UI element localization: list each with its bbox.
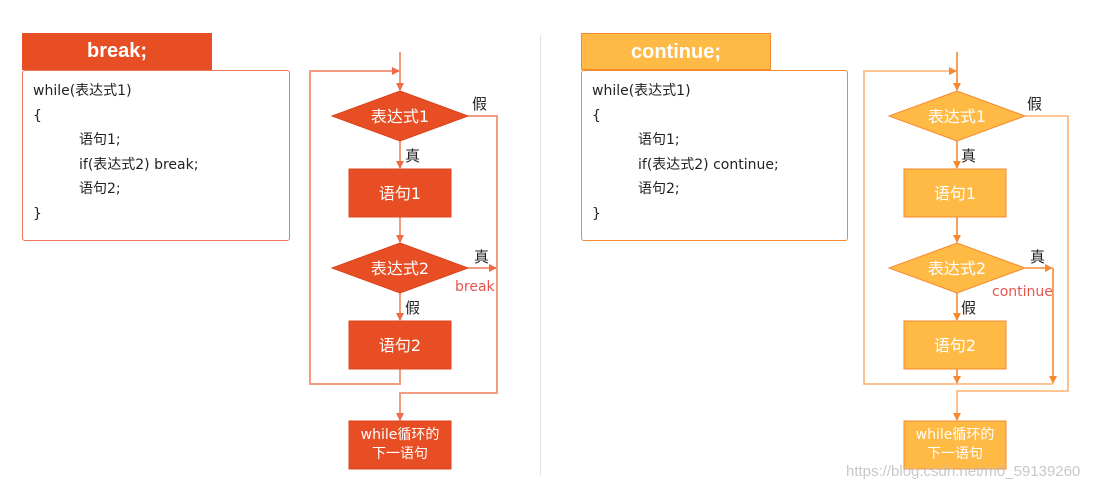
code-line: if(表达式2) continue;: [638, 156, 779, 173]
continue-stmt2-box: [903, 320, 1007, 370]
continue-cond1-diamond: [887, 90, 1027, 142]
code-line: {: [33, 107, 42, 124]
break-stmt1-label: 语句1: [379, 184, 421, 203]
continue-title: continue;: [581, 33, 771, 70]
continue-false2-label: 假: [961, 299, 976, 317]
code-line: 语句1;: [79, 132, 121, 148]
break-stmt2-box: [348, 320, 452, 370]
continue-next-label-2: 下一语句: [927, 446, 983, 462]
break-false2-label: 假: [405, 299, 420, 317]
watermark: https://blog.csdn.net/m0_59139260: [846, 463, 1081, 480]
break-stmt2-label: 语句2: [379, 336, 421, 355]
continue-cond2-label: 表达式2: [928, 259, 986, 278]
break-cond1-diamond: [330, 90, 470, 142]
continue-cond1-label: 表达式1: [928, 107, 986, 126]
break-true1-label: 真: [405, 147, 420, 165]
break-flowchart: [309, 52, 498, 421]
code-line: }: [592, 205, 601, 222]
break-cond2-label: 表达式2: [371, 259, 429, 278]
continue-false1-label: 假: [1027, 95, 1042, 113]
code-line: {: [592, 107, 601, 124]
break-false1-label: 假: [472, 95, 487, 113]
break-true2-label: 真: [474, 248, 489, 266]
continue-true1-label: 真: [961, 147, 976, 165]
continue-cond2-diamond: [887, 242, 1027, 294]
continue-next-label-1: while循环的: [916, 427, 995, 443]
code-line: while(表达式1): [33, 83, 132, 99]
break-next-box: [348, 420, 452, 470]
continue-jump-label: continue: [992, 284, 1053, 300]
break-cond1-label: 表达式1: [371, 107, 429, 126]
code-line: 语句2;: [638, 181, 680, 197]
continue-code-box: while(表达式1) { 语句1; if(表达式2) continue; 语句…: [581, 70, 848, 241]
continue-true2-label: 真: [1030, 248, 1045, 266]
continue-stmt1-box: [903, 168, 1007, 218]
break-cond2-diamond: [330, 242, 470, 294]
continue-next-box: [903, 420, 1007, 470]
break-title: break;: [22, 33, 212, 70]
code-line: }: [33, 205, 42, 222]
break-stmt1-box: [348, 168, 452, 218]
code-line: while(表达式1): [592, 83, 691, 99]
continue-stmt2-label: 语句2: [934, 336, 976, 355]
break-next-label-1: while循环的: [361, 427, 440, 443]
break-code-box: while(表达式1) { 语句1; if(表达式2) break; 语句2; …: [22, 70, 290, 241]
code-line: 语句1;: [638, 132, 680, 148]
break-jump-label: break: [455, 279, 496, 295]
code-line: 语句2;: [79, 181, 121, 197]
code-line: if(表达式2) break;: [79, 156, 199, 173]
continue-stmt1-label: 语句1: [934, 184, 976, 203]
continue-flowchart: [863, 52, 1069, 421]
break-next-label-2: 下一语句: [372, 446, 428, 462]
divider: [540, 35, 541, 475]
